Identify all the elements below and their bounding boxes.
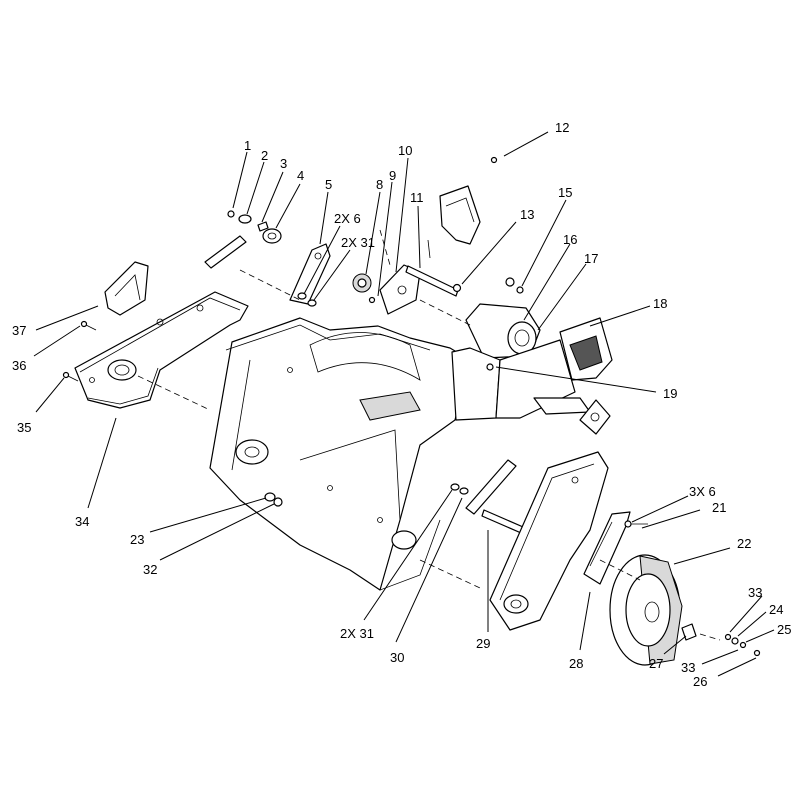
sprocket-8 — [352, 273, 372, 293]
callout-33-bottom: 33 — [681, 660, 695, 675]
auger-housing — [209, 317, 471, 591]
callout-33-top: 33 — [748, 585, 762, 600]
assembly-centerlines — [137, 229, 721, 641]
callout-2: 2 — [261, 148, 268, 163]
callout-2x6-top: 2X 6 — [334, 211, 361, 226]
callout-26: 26 — [693, 674, 707, 689]
bolt-19 — [486, 363, 494, 371]
washer-2 — [238, 214, 252, 224]
callout-1: 1 — [244, 138, 251, 153]
wheel-bracket-21 — [583, 511, 648, 585]
bolt-left-36 — [80, 320, 97, 331]
wheel-22 — [609, 554, 683, 666]
callout-24: 24 — [769, 602, 783, 617]
callout-13: 13 — [520, 207, 534, 222]
callout-labels: 1 2 3 4 5 2X 6 2X 31 8 9 10 11 12 13 15 … — [12, 120, 791, 689]
callout-10: 10 — [398, 143, 412, 158]
nut-32 — [273, 497, 283, 507]
callout-11: 11 — [410, 190, 424, 205]
bolt-left-35 — [62, 371, 79, 382]
callout-4: 4 — [297, 168, 304, 183]
callout-22: 22 — [737, 536, 751, 551]
washers-31-center — [450, 483, 469, 495]
spacer-3 — [257, 221, 269, 232]
callout-29: 29 — [476, 636, 490, 651]
belt-cover-12 — [439, 156, 498, 245]
callout-2x31-bottom: 2X 31 — [340, 626, 374, 641]
callout-5: 5 — [325, 177, 332, 192]
callout-18: 18 — [653, 296, 667, 311]
left-side-plate — [74, 291, 249, 409]
callout-8: 8 — [376, 177, 383, 192]
callout-36: 36 — [12, 358, 26, 373]
bearing-flange — [533, 397, 611, 435]
wheel-hardware — [724, 633, 761, 657]
callout-15: 15 — [558, 185, 572, 200]
callout-21: 21 — [712, 500, 726, 515]
callout-30: 30 — [390, 650, 404, 665]
bolt-9 — [368, 296, 376, 304]
callout-34: 34 — [75, 514, 89, 529]
callout-35: 35 — [17, 420, 31, 435]
callout-28: 28 — [569, 656, 583, 671]
washer-23 — [264, 492, 276, 502]
leader-lines — [33, 131, 775, 677]
callout-3: 3 — [280, 156, 287, 171]
spacer-30 — [465, 459, 517, 515]
right-side-plate-28 — [489, 451, 609, 631]
callout-37: 37 — [12, 323, 26, 338]
washers-6-31 — [297, 292, 317, 307]
callout-2x31-top: 2X 31 — [341, 235, 375, 250]
callout-27: 27 — [649, 656, 663, 671]
callout-9: 9 — [389, 168, 396, 183]
callout-23: 23 — [130, 532, 144, 547]
callout-32: 32 — [143, 562, 157, 577]
callout-19: 19 — [663, 386, 677, 401]
idler-arm-5 — [289, 243, 331, 305]
callout-16: 16 — [563, 232, 577, 247]
nut-13 — [452, 283, 462, 293]
callout-17: 17 — [584, 251, 598, 266]
pulley-4 — [262, 228, 282, 244]
upper-bracket — [104, 261, 149, 316]
callout-25: 25 — [777, 622, 791, 637]
motor-bracket-18 — [559, 317, 613, 381]
spacer-tube-left — [204, 235, 247, 269]
shaft-11 — [405, 239, 459, 297]
bearing-plate-10 — [379, 264, 421, 315]
callout-3x6: 3X 6 — [689, 484, 716, 499]
bolt-1 — [227, 210, 235, 218]
callout-12: 12 — [555, 120, 569, 135]
